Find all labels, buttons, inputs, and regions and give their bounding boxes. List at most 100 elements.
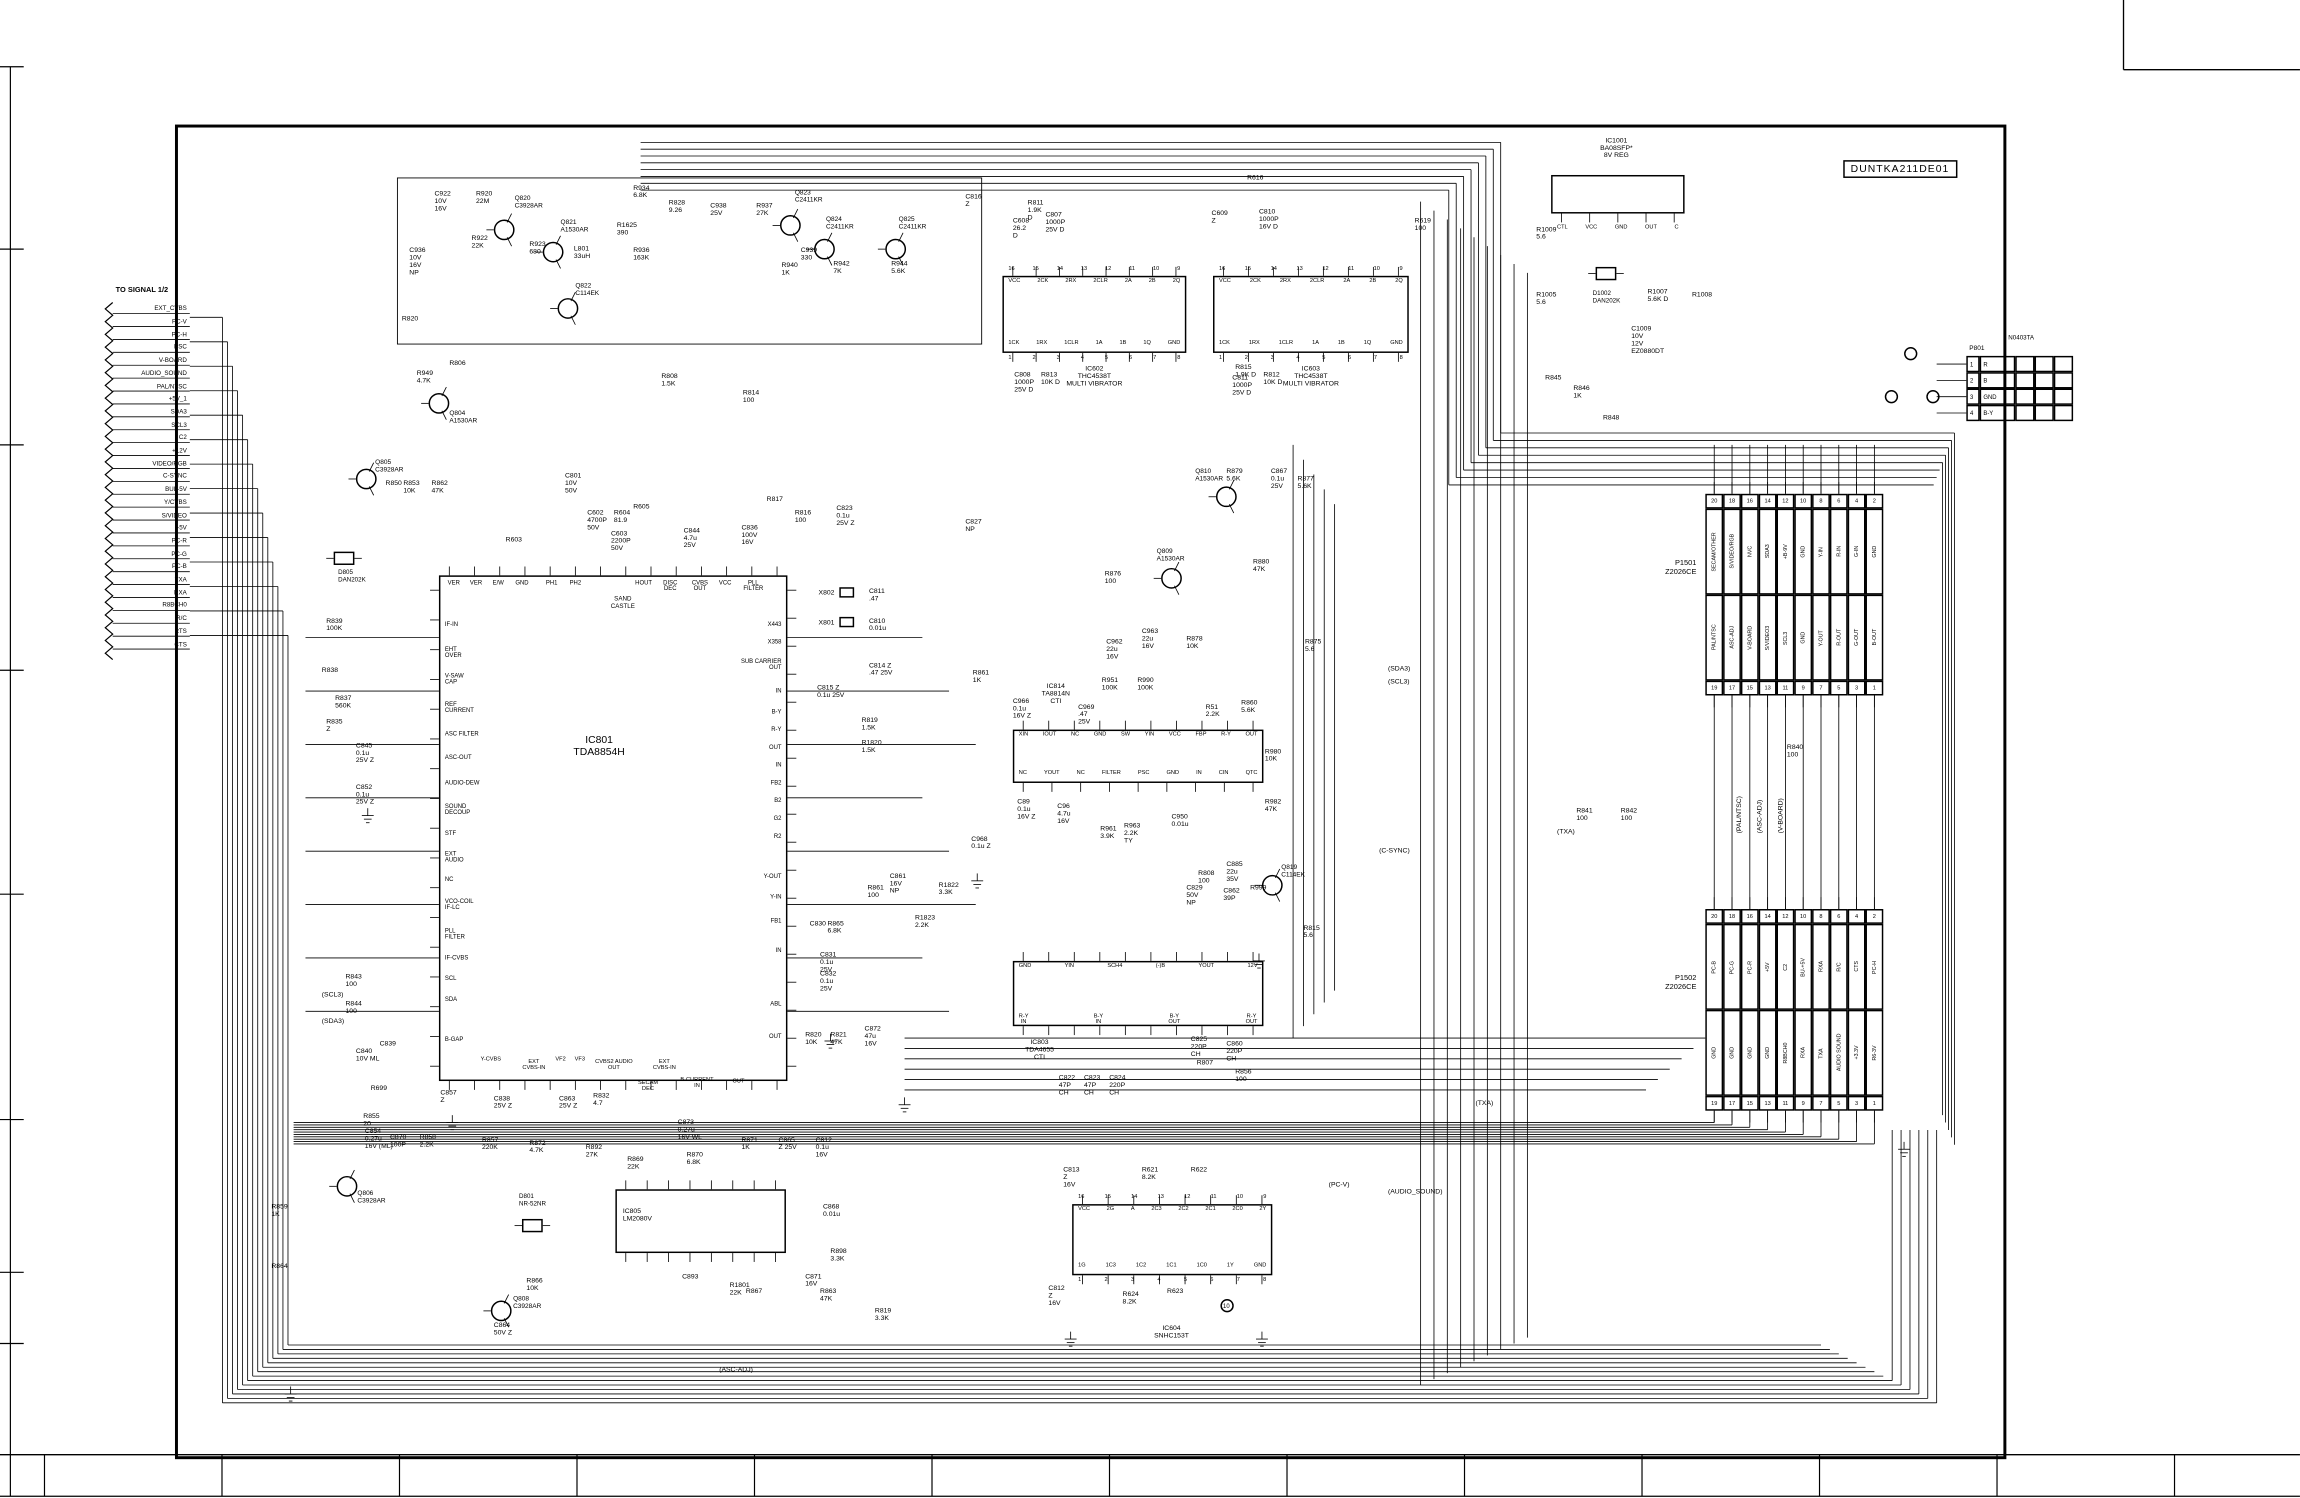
label-q825: Q825 C2411KR: [898, 215, 927, 230]
pin-label: 6: [1210, 1276, 1214, 1283]
label-r866: R866 10K: [526, 1276, 543, 1292]
pin-label: 12: [1105, 264, 1112, 271]
pin-label: 2G: [1106, 1204, 1115, 1211]
p1501-pin-name-lower: G-OUT: [1847, 594, 1866, 681]
pin-name: +3.3V: [1853, 1045, 1860, 1060]
p1501-pin-name-lower: PAL/NTSC: [1705, 594, 1724, 681]
p1502-pin-name-lower: AUDIO SOUND: [1829, 1009, 1848, 1096]
label-c832: C832 0.1u 25V: [820, 969, 837, 993]
pin-name: TXA: [1818, 1047, 1824, 1059]
transistor-q820: [493, 219, 515, 241]
transistor-q823: [780, 215, 801, 236]
pin-name: C2: [1782, 963, 1789, 971]
label-r819: R819 1.5K: [861, 716, 878, 732]
label-vf2: VF2: [555, 1055, 566, 1062]
label-r604: R604 81.9: [613, 508, 631, 524]
label-r808: R808 1.5K: [661, 372, 678, 388]
label-c812: C812 Z 16V: [1048, 1284, 1065, 1307]
p1502-pin-17: 17: [1723, 1095, 1741, 1111]
label-disc: DISC DEC: [663, 578, 678, 593]
label-r865: R865 6.8K: [827, 919, 844, 935]
label-c871: C871 16V: [805, 1272, 822, 1288]
signal-label--5v: -5V: [177, 523, 187, 532]
label-r869: R869 22K: [627, 1155, 644, 1171]
label-sda3: (SDA3): [321, 1017, 345, 1025]
pin-label: VCC: [1168, 730, 1181, 737]
pin-name: Y-OUT: [1818, 629, 1824, 646]
label-r1823: R1823 2.2K: [914, 913, 936, 929]
label-ic603: IC603 THC4538T MULTI VIBRATOR: [1282, 364, 1339, 388]
label-r870: R870 6.8K: [686, 1150, 703, 1166]
label-r820: R820 10K: [805, 1030, 822, 1046]
signal-label-pc-g: PC-G: [171, 549, 187, 557]
p1502-pin-name-upper: PC-H: [1865, 923, 1884, 1010]
pin-label: 1B: [1337, 339, 1345, 346]
label-c825: C825 220P CH: [1190, 1035, 1208, 1058]
label-c808: C808 1000P 25V D: [1014, 370, 1035, 394]
p1502-pin-name-upper: C2: [1776, 923, 1795, 1010]
ic-box-ic801: [438, 575, 788, 1082]
label-r867: R867: [745, 1287, 763, 1295]
label-r920: R920 22M: [476, 189, 493, 205]
pin-label: 4: [1080, 354, 1084, 361]
label-cvbs: CVBS OUT: [691, 578, 709, 593]
label-if-in: IF-IN: [444, 619, 459, 628]
label-r963: R963 2.2K TY: [1124, 821, 1141, 844]
pin-name: AUDIO SOUND: [1835, 1034, 1842, 1072]
signal-label-psc: PSC: [174, 343, 187, 351]
p1502-pin-name-upper: CTS: [1847, 923, 1866, 1010]
label-ascfilter: ASC FILTER: [444, 729, 479, 738]
ic-box-ic603: [1213, 275, 1409, 353]
pin-label: 2A: [1124, 276, 1132, 283]
p1501-pin-4: 4: [1847, 493, 1866, 509]
label-in: IN: [775, 760, 782, 769]
p1502-pin-6: 6: [1829, 909, 1848, 924]
label-c936: C936 10V 16V NP: [409, 246, 426, 277]
label-asc-adj: (ASC-ADJ): [719, 1365, 753, 1374]
pin-name: SDA3: [1764, 544, 1771, 559]
pin-label: 2CLR: [1309, 276, 1325, 283]
label-c810: C810 0.01u: [868, 616, 887, 632]
label-r858: R858 2.2K: [419, 1132, 436, 1148]
label-c870: C870 100P: [390, 1132, 407, 1148]
p1501-pin-name-lower: V-BOARD: [1740, 594, 1759, 681]
label-asc-out: ASC-OUT: [444, 753, 472, 761]
label-r812: R812 10K D: [1263, 370, 1283, 386]
connector-label-p1502: P1502 Z2026CE: [1665, 974, 1697, 992]
pin-label: YOUT: [1198, 961, 1215, 968]
pin-label: 12: [1322, 264, 1329, 271]
label-c840: C840 10V ML: [355, 1046, 380, 1062]
label-r961: R961 3.9K: [1100, 824, 1117, 840]
p1502-pin-name-lower: GND: [1758, 1009, 1777, 1096]
pin-label: 1CK: [1218, 339, 1230, 346]
pin-name: PC-B: [1711, 960, 1718, 974]
p801-title: N0403TA: [2008, 333, 2035, 342]
pin-label: 15: [1244, 264, 1252, 271]
label-r820: R820: [401, 314, 419, 322]
label-ic805: IC805 LM2080V: [622, 1207, 652, 1222]
crystal-outline: [839, 587, 855, 598]
label-c852: C852 0.1u 25V Z: [355, 782, 375, 806]
pin-name: PAL/NTSC: [1711, 624, 1718, 651]
p1502-pin-18: 18: [1723, 909, 1741, 924]
label-stf: STF: [444, 828, 457, 837]
pin-label: IOUT: [1042, 730, 1057, 737]
pin-name: GND: [1711, 1046, 1718, 1059]
label-c872: C872 47u 16V: [864, 1024, 881, 1048]
pin-name: GND: [1800, 631, 1807, 644]
pin-label: 15: [1032, 264, 1039, 271]
p1502-pin-name-lower: R6-3V: [1865, 1009, 1884, 1096]
pin-label: 14: [1131, 1192, 1138, 1199]
pin-label: 7: [1236, 1276, 1240, 1283]
p1502-pin-8: 8: [1812, 909, 1830, 924]
p1501-pin-10: 10: [1794, 493, 1813, 509]
pin-label: 14: [1056, 264, 1063, 271]
label-r51: R51 2.2K: [1205, 702, 1220, 718]
transistor-q809: [1161, 567, 1182, 589]
transistor-q824: [814, 238, 835, 260]
label-pll: PLL FILTER: [743, 578, 764, 593]
